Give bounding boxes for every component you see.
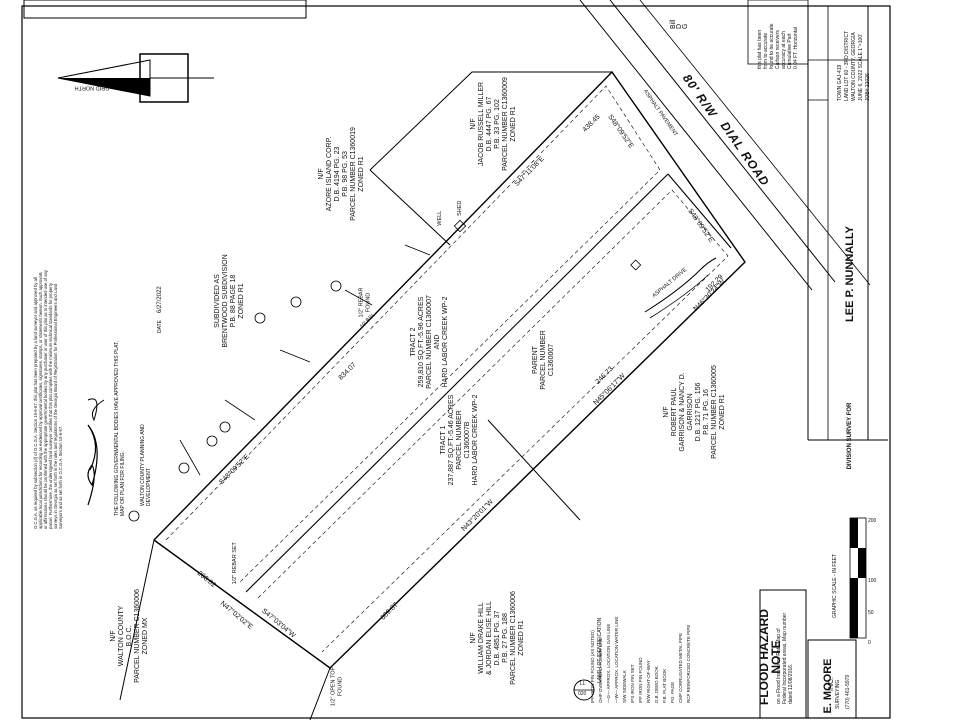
- lot-line-2: [224, 399, 256, 421]
- circle-marks: [128, 280, 342, 522]
- graphic-scale-fill-3: [850, 578, 858, 638]
- legend-item: IPF IRON PIN FOUND: [638, 657, 643, 703]
- legend-item: D.B. DEED BOOK: [654, 666, 659, 703]
- circle-mark: [206, 435, 218, 447]
- circle-mark: [290, 296, 302, 308]
- lot-line-4: [344, 289, 373, 306]
- legend-circle-bottom: 020: [578, 691, 587, 697]
- walton-line-2: [153, 539, 331, 669]
- road-line-1: [579, 0, 813, 291]
- firm-phone: (770) 461-5979: [845, 674, 851, 709]
- garrison-line: [487, 419, 581, 521]
- title-block-county: WALTON COUNTY, GEORGIA: [851, 32, 857, 101]
- circle-mark: [178, 462, 190, 474]
- asphalt-drive: [644, 257, 717, 313]
- rebar-set-label: 1/2" REBAR SET: [231, 542, 238, 585]
- legend-item: S/W SIDEWALK: [622, 670, 627, 703]
- legend-item: PG. PAGE: [670, 681, 675, 703]
- flood-note-text: on a Flood Insurance Rate Map of Federal…: [776, 612, 794, 704]
- legend-item: R/W RIGHT-OF-WAY: [646, 660, 651, 703]
- miller-boundary: [369, 71, 612, 171]
- circle-mark: [330, 280, 342, 292]
- scale-tick-50: 50: [868, 610, 874, 616]
- legend-circle-top: LL: [580, 681, 586, 687]
- circle-mark: [128, 510, 140, 522]
- walton-line-1: [119, 539, 155, 701]
- parcel-tract1: TRACT 1 237,887 SQ.FT.-5.46 ACRES PARCEL…: [440, 394, 479, 486]
- circle-mark: [219, 421, 231, 433]
- graphic-scale-fill-1: [850, 518, 858, 548]
- legend-item: IPF IRON PIN FOUND (AS NOTED): [590, 630, 595, 703]
- legend-item: OHP OVERHEAD POWER LINE: [598, 637, 603, 703]
- north-arrow-half: [58, 78, 150, 96]
- parcel-hill: N/F WILLIAM DRAKE HILL & JORDAN ELISE HI…: [470, 591, 525, 685]
- approval-text: THE FOLLOWING GOVERNMENTAL BODIES HAVE A…: [114, 340, 126, 516]
- setback-line-tract1: [257, 189, 729, 653]
- north-arrow-label: GRID NORTH: [74, 84, 110, 91]
- lot-line-3: [279, 349, 311, 363]
- shed-icon: [453, 219, 467, 233]
- shed-icon-2: [630, 259, 642, 271]
- legend-item: CMP CORRUGATED METAL PIPE: [678, 632, 683, 703]
- asphalt-drive-2: [649, 274, 709, 319]
- miller-line-2: [369, 169, 451, 246]
- owner-name: LEE P. NUNNALLY: [844, 226, 856, 322]
- certification-text: O.C.G.A. as required by subsection (d) o…: [33, 270, 63, 529]
- tract-divider-2: [667, 173, 732, 249]
- approval-date-label: DATE: [157, 320, 163, 333]
- owner-survey-label: DIVISION SURVEY FOR: [847, 402, 853, 470]
- title-block-land-lot: LAND LOT 60 - 3RD DISTRICT: [844, 30, 850, 101]
- stamp-box: [747, 0, 809, 65]
- lot-line-1: [179, 439, 201, 476]
- legend-item: RCP REINFORCED CONCRETE PIPE: [686, 624, 691, 703]
- scale-tick-0: 0: [868, 640, 871, 646]
- legend-item: —W— APPROX. LOCATION WATER LINE: [614, 616, 619, 703]
- parcel-walton: N/F WALTON COUNTY B.O.C. PARCEL NUMBER C…: [110, 589, 149, 683]
- walton-line-3: [309, 667, 331, 720]
- graphic-scale-label: GRAPHIC SCALE - IN FEET: [832, 553, 838, 618]
- north-arrow-icon: [57, 53, 214, 103]
- firm-box: [807, 639, 857, 719]
- scale-tick-100: 100: [868, 578, 877, 584]
- parcel-brentwood: SUBDIVIDED AS BRENTWOOD SUBDIVISION P.B.…: [214, 254, 245, 348]
- graphic-scale-fill-2: [858, 548, 866, 578]
- approval-date: 6/27/2022: [157, 286, 163, 313]
- approval-dept: WALTON COUNTY PLANNING AND DEVELOPMENT: [140, 424, 152, 506]
- shed-label: SHED: [456, 200, 463, 216]
- legend-item: P.B. PLAT BOOK: [662, 668, 667, 703]
- legend-item: —G— APPROX. LOCATION GAS LINE: [606, 623, 611, 703]
- lot-line-5: [404, 244, 431, 256]
- setback-line-tract2: [165, 85, 661, 583]
- open-top-label: 1/2" OPEN TOP FOUND: [330, 666, 344, 707]
- sheet-border: [21, 5, 891, 719]
- parcel-azore: N/F AZORE ISLAND CORP. D.B. 4194 PG. 23 …: [318, 127, 365, 221]
- parcel-parent: PARENT PARCEL NUMBER C1360007: [532, 330, 555, 390]
- well-label: WELL: [436, 210, 443, 226]
- title-block-town: TOWN GAJ-419: [837, 64, 843, 101]
- title-block-job: JOB# 22026: [865, 73, 871, 101]
- stamp-text: this plat has been from to accurate foun…: [757, 23, 799, 69]
- parcel-garrison: N/F ROBERT PAUL GARRISON & NANCY D. GARR…: [663, 365, 726, 459]
- circle-mark: [254, 312, 266, 324]
- firm-line3: SURVEYING: [835, 679, 841, 709]
- surveyor-signature: [87, 424, 98, 506]
- tract-divider: [245, 173, 669, 593]
- flood-note-box: [759, 589, 807, 719]
- scale-tick-200: 200: [868, 518, 877, 524]
- title-block-date-scale: JUNE 6, 2022 SCALE 1"=100': [858, 33, 864, 101]
- parcel-miller: N/F JACOB RUSSELL MILLER D.B. 4447 PG. 6…: [470, 77, 517, 171]
- top-left-box: [23, 0, 307, 19]
- road-centerline: [639, 0, 871, 286]
- legend-item: IPS IRON PIN SET: [630, 664, 635, 703]
- road-line-2: [609, 0, 836, 283]
- approval-signature: [87, 398, 105, 422]
- corner-letters: Bill D G: [670, 19, 689, 29]
